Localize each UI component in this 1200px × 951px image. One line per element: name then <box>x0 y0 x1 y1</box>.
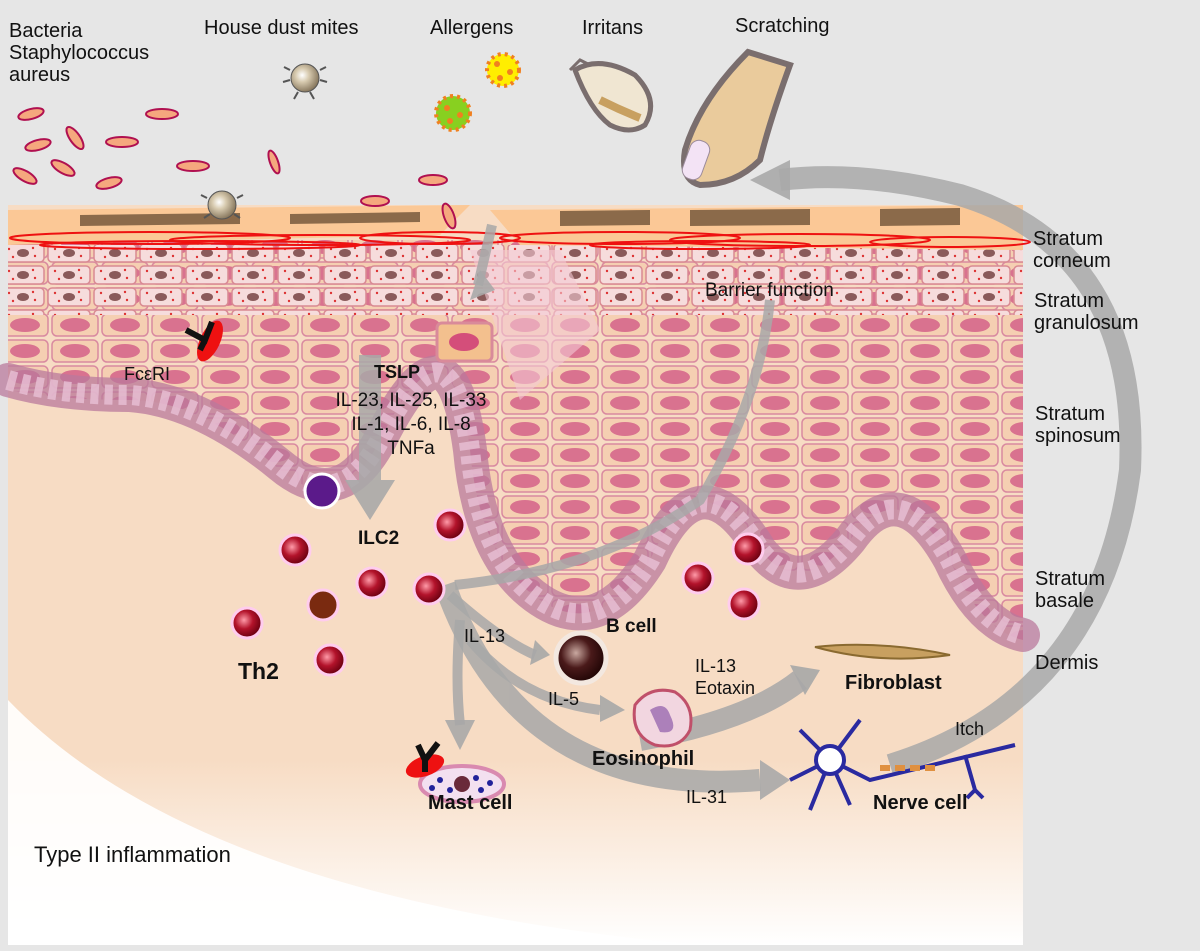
eosinophil-cell <box>632 688 693 748</box>
label-cytokines: IL-23, IL-25, IL-33 IL-1, IL-6, IL-8 TNF… <box>300 389 522 461</box>
label-b-cell: B cell <box>606 616 657 637</box>
label-granulosum-line2: granulosum <box>1034 312 1139 334</box>
label-house-dust-mites: House dust mites <box>204 17 359 39</box>
label-il13: IL-13 <box>464 626 506 646</box>
label-bacteria-line2: Staphylococcus <box>9 42 150 64</box>
label-il31: IL-31 <box>686 787 728 807</box>
scratching-finger-icon <box>681 48 794 189</box>
label-nerve-cell: Nerve cell <box>873 792 968 814</box>
allergen-icon <box>434 94 472 132</box>
label-stratum-corneum: Stratum corneum <box>1033 228 1111 272</box>
label-bacteria-line3: aureus <box>9 64 71 86</box>
label-stratum-basale: Stratum basale <box>1035 568 1105 612</box>
t-cell-group <box>230 472 765 677</box>
diagram-title: Type II inflammation <box>34 842 231 867</box>
label-bacteria-line1: Bacteria <box>9 20 83 42</box>
label-th2: Th2 <box>238 658 279 684</box>
label-corneum-line1: Stratum <box>1033 228 1104 250</box>
label-cytokines-line2: IL-1, IL-6, IL-8 <box>351 414 471 435</box>
label-il13-2: IL-13 <box>695 656 737 676</box>
label-il13-eotaxin: IL-13 Eotaxin <box>695 655 755 699</box>
b-cell <box>553 630 609 686</box>
nerve-cell <box>789 718 1016 811</box>
label-scratching: Scratching <box>735 15 830 37</box>
fceri-receptor-icon <box>184 320 223 362</box>
label-il5: IL-5 <box>548 689 580 709</box>
label-granulosum-line1: Stratum <box>1034 290 1105 312</box>
label-corneum-line2: corneum <box>1033 250 1111 272</box>
label-mast-cell: Mast cell <box>428 792 513 814</box>
label-stratum-spinosum: Stratum spinosum <box>1035 403 1121 447</box>
allergen-icon <box>485 52 521 88</box>
arrow-heads <box>345 160 820 800</box>
label-cytokines-line1: IL-23, IL-25, IL-33 <box>335 390 487 411</box>
label-irritants: Irritans <box>582 17 644 39</box>
label-spinosum-line1: Stratum <box>1035 403 1106 425</box>
label-allergens: Allergens <box>430 17 514 39</box>
dust-mite-icon <box>200 190 244 220</box>
label-barrier-function: Barrier function <box>705 280 834 301</box>
mast-cell <box>405 741 506 804</box>
label-basale-line1: Stratum <box>1035 568 1106 590</box>
label-fibroblast: Fibroblast <box>845 672 942 694</box>
label-eosinophil: Eosinophil <box>592 748 695 770</box>
label-dermis: Dermis <box>1035 652 1099 674</box>
label-stratum-granulosum: Stratum granulosum <box>1034 290 1139 334</box>
irritant-bottle-icon <box>568 58 654 133</box>
label-basale-line2: basale <box>1035 590 1094 612</box>
label-eotaxin: Eotaxin <box>695 678 756 698</box>
dermis-fade <box>8 700 700 945</box>
label-tslp: TSLP <box>374 362 421 382</box>
fibroblast-cell <box>814 643 951 660</box>
label-bacteria: Bacteria Staphylococcus aureus <box>9 20 149 86</box>
label-fceri: FcεRI <box>124 364 171 384</box>
dust-mite-icon <box>282 63 328 100</box>
bacteria-group <box>12 107 457 230</box>
label-ilc2: ILC2 <box>358 528 400 549</box>
label-cytokines-line3: TNFa <box>387 438 435 459</box>
label-itch: Itch <box>955 719 985 739</box>
label-spinosum-line2: spinosum <box>1035 425 1121 447</box>
